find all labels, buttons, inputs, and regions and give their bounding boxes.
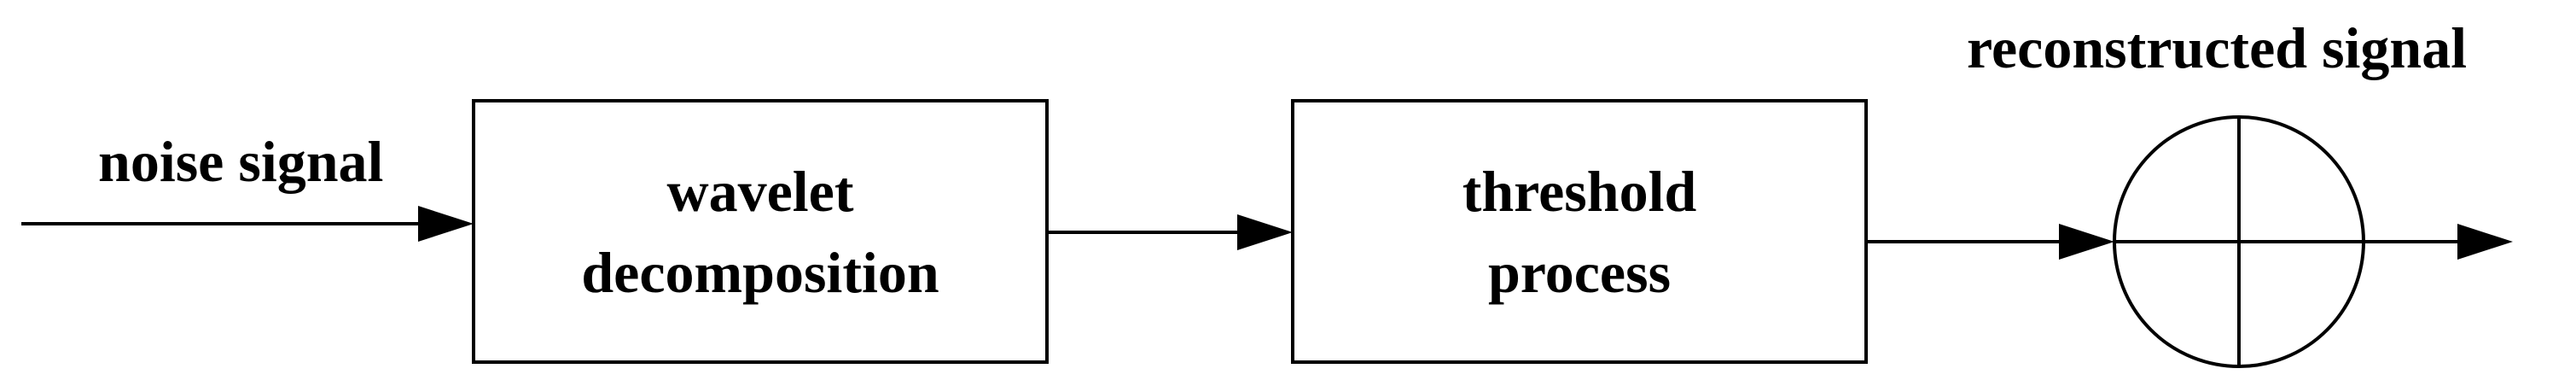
sum-node-arrowhead <box>2059 224 2114 260</box>
block-1-line-1: wavelet <box>666 159 854 224</box>
block-1-line-2: decomposition <box>581 240 939 305</box>
output-label: reconstructed signal <box>1967 15 2468 80</box>
connector-arrowhead <box>1237 214 1293 250</box>
wavelet-decomposition-box <box>472 99 1049 364</box>
input-label: noise signal <box>98 129 384 194</box>
threshold-process-box <box>1291 99 1868 364</box>
final-output-arrowhead <box>2457 224 2513 260</box>
block-2-line-1: threshold <box>1462 159 1697 224</box>
block-2-line-2: process <box>1487 240 1672 305</box>
input-arrowhead <box>418 206 474 242</box>
